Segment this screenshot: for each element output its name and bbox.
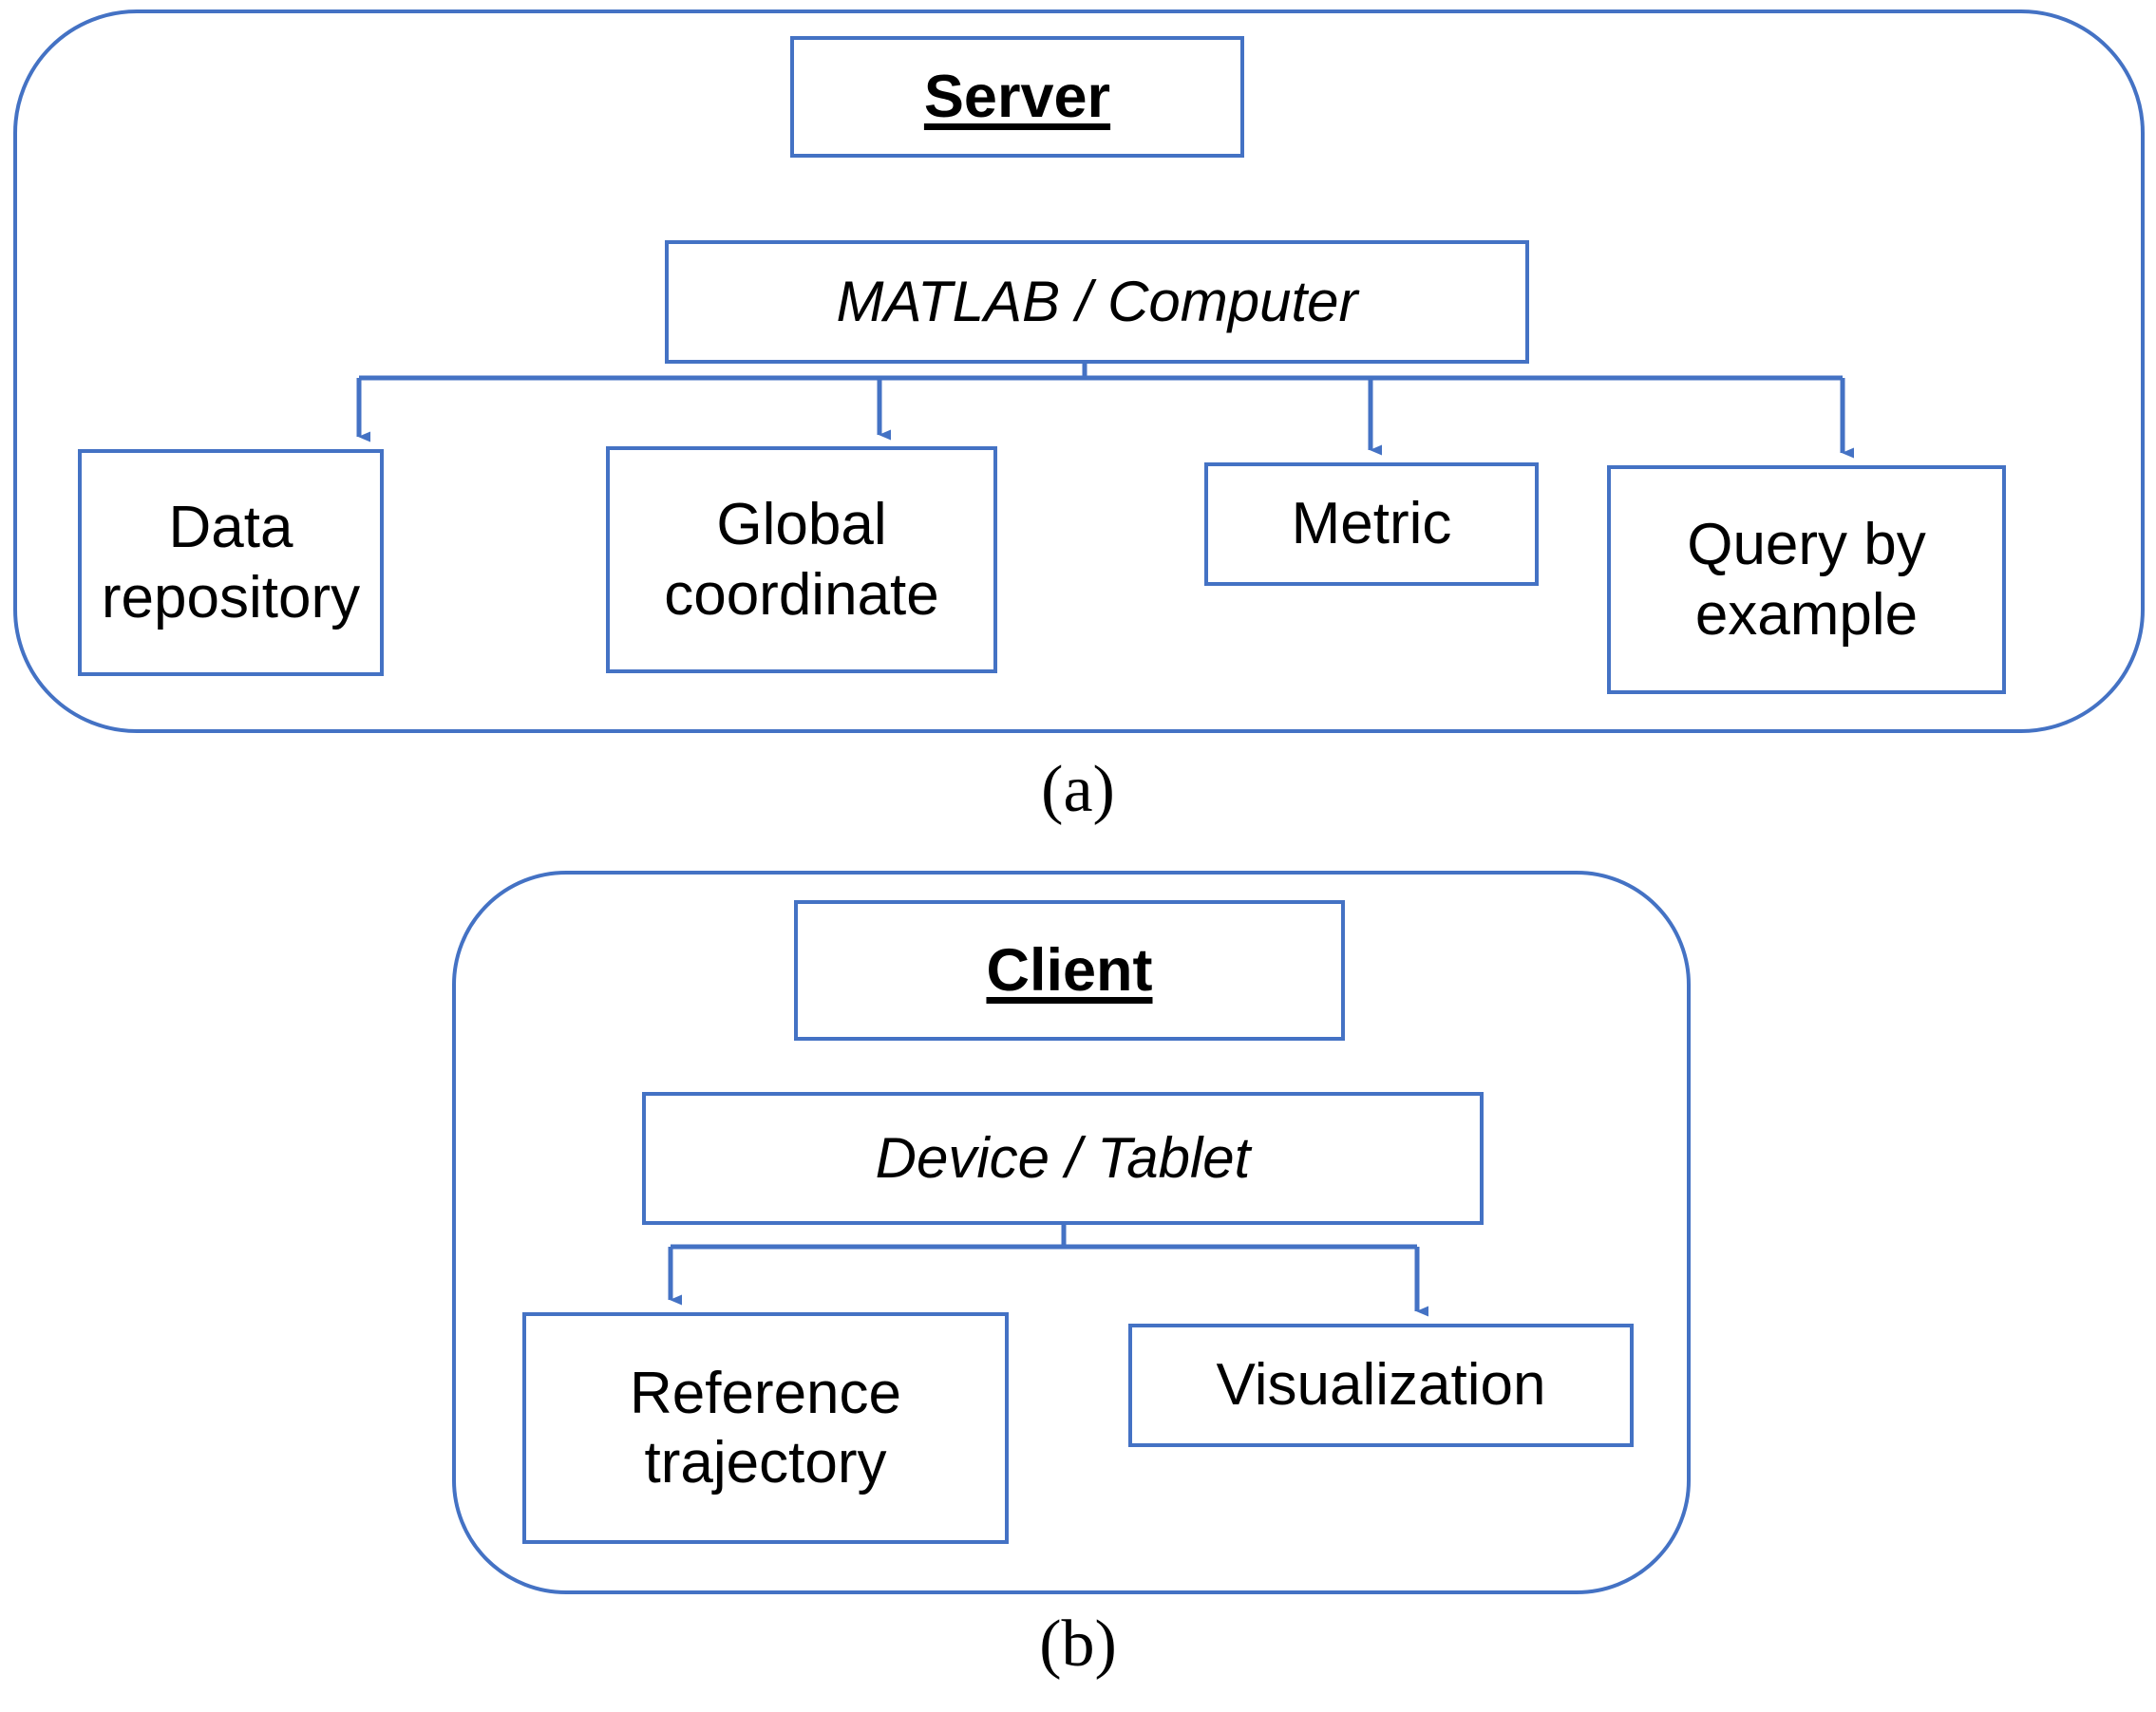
node-global-coordinate-line1: Global <box>716 492 887 558</box>
node-query-by-example-text: Query by example <box>1687 510 1926 649</box>
node-data-repository-text: Data repository <box>102 493 360 631</box>
node-query-by-example-line1: Query by <box>1687 512 1926 578</box>
caption-b: (b) <box>1039 1608 1117 1681</box>
node-visualization[interactable]: Visualization <box>1128 1324 1634 1447</box>
node-data-repository-line1: Data <box>168 495 293 561</box>
node-reference-trajectory-text: Reference trajectory <box>630 1359 901 1497</box>
node-matlab-computer-label: MATLAB / Computer <box>836 269 1358 333</box>
caption-a: (a) <box>1041 753 1115 826</box>
node-global-coordinate-line2: coordinate <box>664 561 939 628</box>
node-query-by-example[interactable]: Query by example <box>1607 465 2006 694</box>
node-global-coordinate[interactable]: Global coordinate <box>606 446 997 673</box>
node-metric-label: Metric <box>1291 491 1452 557</box>
node-data-repository-line2: repository <box>101 564 361 630</box>
node-reference-trajectory-line1: Reference <box>629 1360 902 1426</box>
node-client[interactable]: Client <box>794 900 1345 1041</box>
node-matlab-computer[interactable]: MATLAB / Computer <box>665 240 1529 364</box>
node-visualization-label: Visualization <box>1216 1352 1546 1419</box>
node-data-repository[interactable]: Data repository <box>78 449 384 676</box>
node-server-label: Server <box>923 63 1111 130</box>
node-client-label: Client <box>986 936 1153 1004</box>
node-server[interactable]: Server <box>790 36 1244 158</box>
node-device-tablet[interactable]: Device / Tablet <box>642 1092 1484 1225</box>
node-reference-trajectory[interactable]: Reference trajectory <box>522 1312 1009 1544</box>
node-device-tablet-label: Device / Tablet <box>875 1125 1251 1190</box>
node-query-by-example-line2: example <box>1694 581 1919 648</box>
node-global-coordinate-text: Global coordinate <box>664 490 939 629</box>
node-reference-trajectory-line2: trajectory <box>644 1430 887 1496</box>
node-metric[interactable]: Metric <box>1204 462 1539 586</box>
